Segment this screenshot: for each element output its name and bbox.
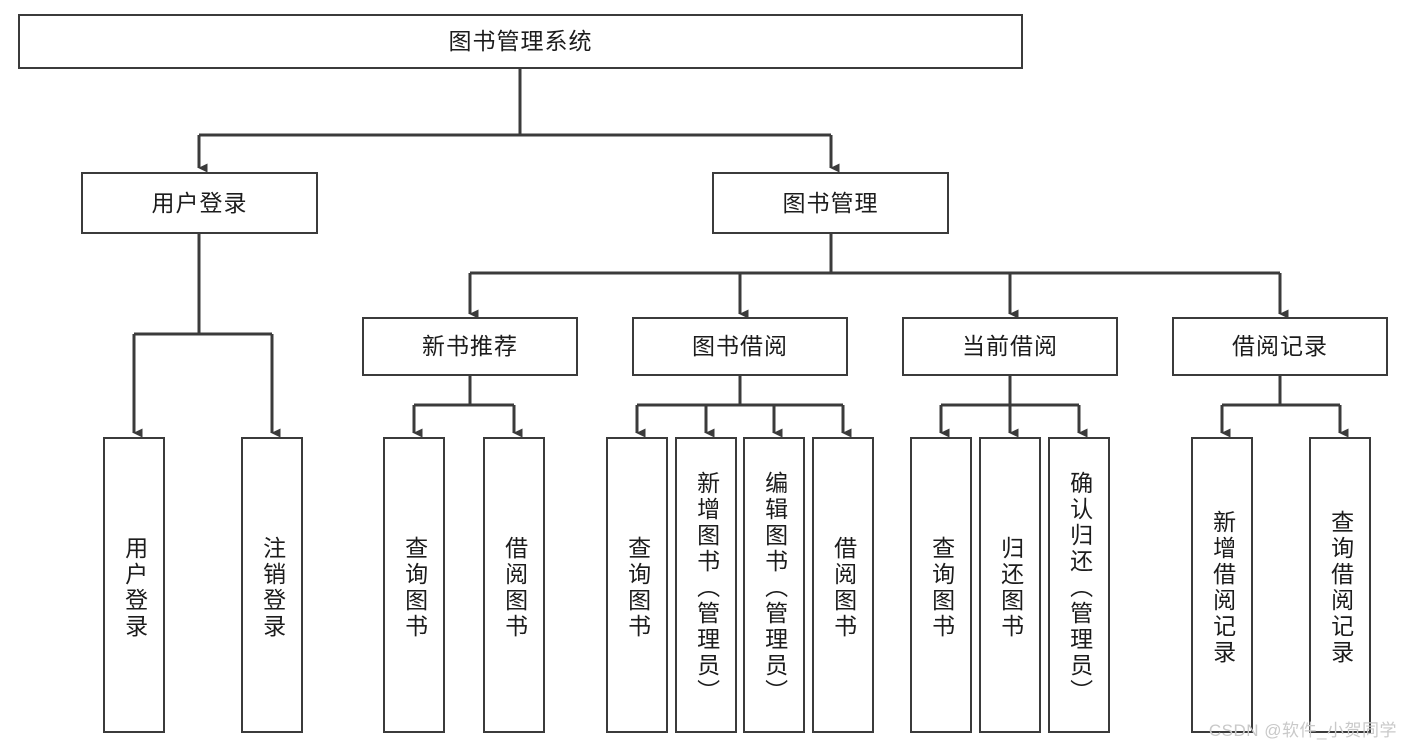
node-leaf-login-user-login[interactable]: 用户登录 — [103, 437, 165, 733]
node-new-book-rec[interactable]: 新书推荐 — [362, 317, 578, 376]
node-leaf-record-query-record-label: 查询借阅记录 — [1327, 510, 1354, 666]
node-leaf-login-logout-label: 注销登录 — [259, 536, 286, 640]
node-leaf-borrow-borrow-book[interactable]: 借阅图书 — [812, 437, 874, 733]
node-leaf-borrow-edit-book[interactable]: 编辑图书（管理员） — [743, 437, 805, 733]
node-user-login[interactable]: 用户登录 — [81, 172, 318, 234]
node-leaf-record-query-record[interactable]: 查询借阅记录 — [1309, 437, 1371, 733]
node-leaf-rec-borrow-book[interactable]: 借阅图书 — [483, 437, 545, 733]
node-leaf-current-confirm-return[interactable]: 确认归还（管理员） — [1048, 437, 1110, 733]
node-user-login-label: 用户登录 — [151, 189, 248, 216]
node-leaf-borrow-add-book[interactable]: 新增图书（管理员） — [675, 437, 737, 733]
node-leaf-rec-query-book[interactable]: 查询图书 — [383, 437, 445, 733]
node-leaf-borrow-query-book-label: 查询图书 — [624, 536, 651, 640]
node-book-borrow-label: 图书借阅 — [692, 333, 788, 360]
node-book-manage[interactable]: 图书管理 — [712, 172, 949, 234]
node-leaf-login-logout[interactable]: 注销登录 — [241, 437, 303, 733]
node-borrow-record[interactable]: 借阅记录 — [1172, 317, 1388, 376]
node-root-label: 图书管理系统 — [448, 28, 593, 55]
node-leaf-current-return-book[interactable]: 归还图书 — [979, 437, 1041, 733]
node-leaf-current-confirm-return-label: 确认归还（管理员） — [1066, 471, 1093, 705]
node-leaf-borrow-edit-book-label: 编辑图书（管理员） — [761, 471, 788, 705]
node-leaf-current-query-book[interactable]: 查询图书 — [910, 437, 972, 733]
node-leaf-current-query-book-label: 查询图书 — [928, 536, 955, 640]
node-leaf-borrow-add-book-label: 新增图书（管理员） — [693, 471, 720, 705]
node-leaf-current-return-book-label: 归还图书 — [997, 536, 1024, 640]
node-root[interactable]: 图书管理系统 — [18, 14, 1023, 69]
node-current-borrow[interactable]: 当前借阅 — [902, 317, 1118, 376]
node-leaf-record-add-record-label: 新增借阅记录 — [1209, 510, 1236, 666]
node-leaf-record-add-record[interactable]: 新增借阅记录 — [1191, 437, 1253, 733]
node-current-borrow-label: 当前借阅 — [962, 333, 1058, 360]
node-leaf-borrow-query-book[interactable]: 查询图书 — [606, 437, 668, 733]
node-leaf-rec-query-book-label: 查询图书 — [401, 536, 428, 640]
node-new-book-rec-label: 新书推荐 — [422, 333, 518, 360]
node-leaf-login-user-login-label: 用户登录 — [121, 536, 148, 640]
node-leaf-borrow-borrow-book-label: 借阅图书 — [830, 536, 857, 640]
node-book-manage-label: 图书管理 — [782, 189, 879, 216]
node-leaf-rec-borrow-book-label: 借阅图书 — [501, 536, 528, 640]
node-borrow-record-label: 借阅记录 — [1232, 333, 1328, 360]
node-book-borrow[interactable]: 图书借阅 — [632, 317, 848, 376]
